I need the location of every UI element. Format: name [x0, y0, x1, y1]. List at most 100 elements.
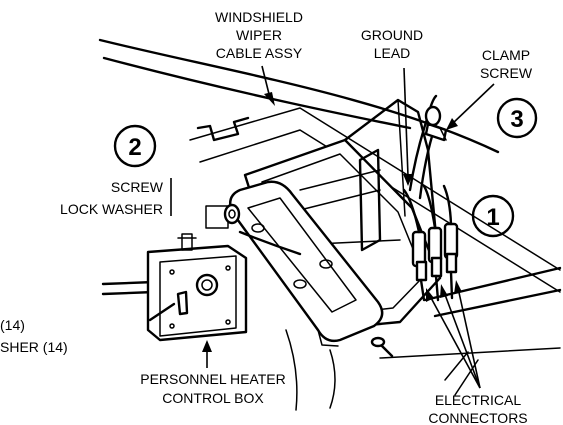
left-partial-label: (14) SHER (14) [0, 317, 68, 355]
control-box-terminal [181, 233, 193, 251]
bracket-cross-1 [299, 169, 381, 191]
box-screw-4 [225, 319, 231, 325]
clamp-screw-label-line-2: SCREW [480, 65, 533, 81]
clamp-screw [439, 127, 447, 141]
right-frame-line-lower [433, 288, 562, 318]
control-box-label: PERSONNEL HEATER CONTROL BOX [140, 371, 285, 406]
heater-control-housing [229, 180, 384, 347]
windshield-wiper-label-line-1: WINDSHIELD [215, 9, 303, 25]
floor-corner-1 [444, 351, 469, 381]
left-partial-label-line-2: SHER (14) [0, 339, 68, 355]
panel-top-edge [189, 107, 561, 271]
control-box-body [146, 244, 248, 342]
control-box-label-line-1: PERSONNEL HEATER [140, 371, 285, 387]
ground-lead-label: GROUND LEAD [361, 27, 423, 61]
callout-1-number: 1 [486, 204, 499, 231]
conduit-end [370, 336, 386, 348]
box-screw-3 [169, 323, 175, 329]
left-partial-label-line-1: (14) [0, 317, 25, 333]
left-frame-line-lower [101, 290, 156, 296]
control-box-leader-arrowhead [202, 340, 212, 352]
housing-fastener-1 [251, 223, 265, 233]
floor-corner-2 [454, 359, 479, 396]
callout-2: 2 [113, 124, 157, 168]
box-screw-1 [169, 269, 175, 275]
callout-2-number: 2 [128, 134, 141, 161]
connector-leader-3-arrowhead [454, 280, 462, 294]
ground-lead-label-line-1: GROUND [361, 27, 423, 43]
personnel-heater-control-box [146, 233, 248, 342]
box-cable [238, 230, 302, 256]
screw-label: SCREW [111, 179, 164, 195]
left-frame-line-upper [101, 280, 156, 286]
right-frame-line-upper [423, 266, 562, 302]
screw-lock-washer-label: SCREW LOCK WASHER [60, 178, 172, 217]
connector-leader-2-arrowhead [440, 284, 448, 298]
wiper-leader-arrowhead [264, 92, 275, 106]
clamp-screw-leader [446, 83, 495, 130]
ground-lead-leader [403, 67, 413, 186]
callout-3-circle [496, 97, 538, 139]
z-bracket [196, 116, 250, 142]
bracket-top-arm [343, 98, 442, 280]
ground-leader-arrowhead [403, 174, 413, 186]
housing-body [229, 180, 384, 343]
connector-lead-3 [449, 270, 454, 300]
housing-fastener-2 [293, 279, 307, 289]
electrical-connectors-label: ELECTRICAL CONNECTORS [428, 392, 527, 425]
control-box-leader [202, 340, 212, 368]
toggle-lever [148, 302, 176, 322]
lock-washer-label: LOCK WASHER [60, 201, 163, 217]
bracket-cross-2 [299, 189, 381, 211]
clamp-screw-label-line-1: CLAMP [482, 47, 530, 63]
connector-1-lower [415, 260, 428, 282]
electrical-connectors [402, 184, 459, 302]
control-box-label-line-2: CONTROL BOX [162, 390, 264, 406]
electrical-connectors-label-line-1: ELECTRICAL [435, 392, 522, 408]
callout-3-number: 3 [510, 106, 523, 133]
lower-wire [329, 349, 336, 409]
floor-line [379, 347, 561, 359]
pilot-lamp [195, 273, 219, 297]
connector-leader-3 [457, 287, 481, 389]
box-screw-2 [225, 265, 231, 271]
housing-bottom-tab [317, 329, 339, 347]
clamp-screw-label: CLAMP SCREW [480, 47, 533, 81]
connector-lead-1 [419, 278, 426, 302]
ground-lead-label-line-2: LEAD [374, 45, 411, 61]
connector-wire-1 [402, 188, 421, 234]
connector-wire-3 [442, 184, 453, 226]
connector-leader-2 [443, 291, 481, 389]
screw-head [228, 209, 236, 219]
housing-fastener-3 [319, 259, 333, 269]
control-box-edge [227, 245, 247, 259]
pilot-lamp-lens [201, 279, 213, 291]
callout-1: 1 [471, 194, 515, 238]
electrical-connectors-leaders [426, 280, 481, 389]
control-box-face [159, 255, 237, 337]
cowl-inner-line [102, 56, 412, 130]
panel-lower-edge [199, 129, 561, 293]
wiper-leader-line [261, 65, 271, 99]
screw-lock-washer [205, 203, 241, 229]
housing-panel [247, 197, 357, 313]
clamp-leader-arrowhead [446, 118, 458, 130]
toggle-switch [176, 290, 189, 316]
callout-2-circle [113, 124, 157, 168]
clamp-body [424, 122, 448, 142]
bracket-slot [358, 148, 382, 252]
windshield-wiper-label-line-2: WIPER [236, 27, 282, 43]
cowl-edge-line [98, 38, 500, 154]
connector-leader-1-arrowhead [426, 288, 434, 302]
windshield-wiper-label: WINDSHIELD WIPER CABLE ASSY [215, 9, 303, 61]
connector-wire-2 [422, 184, 437, 230]
connector-3-lower [445, 252, 458, 274]
electrical-connectors-label-line-2: CONNECTORS [428, 410, 527, 425]
ground-leader-line [403, 67, 409, 177]
connector-lead-2 [434, 274, 440, 302]
windshield-wiper-label-line-3: CABLE ASSY [216, 45, 303, 61]
body-panel-lines [98, 38, 562, 396]
clamp-leader-line [451, 83, 495, 125]
